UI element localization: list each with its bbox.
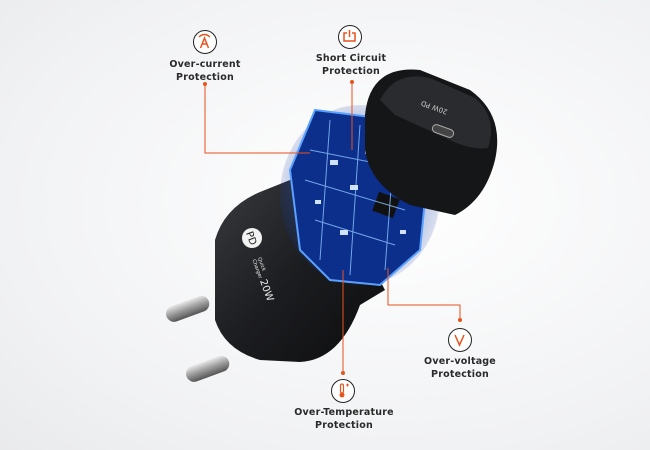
feature-title: Over-voltage — [424, 356, 496, 367]
feature-subtitle: Protection — [322, 65, 380, 77]
pd-badge-text: PD — [243, 230, 258, 247]
callout-lines — [204, 82, 461, 373]
feature-subtitle: Protection — [431, 368, 489, 380]
pd-badge — [242, 228, 262, 248]
feature-short-circuit: Short Circuit Protection — [316, 53, 386, 78]
feature-over-current: Over-current Protection — [169, 59, 240, 84]
usb-c-port — [431, 124, 455, 138]
feature-title: Over-Temperature — [294, 407, 394, 418]
feature-title: Over-current — [169, 59, 241, 70]
thermometer-icon — [331, 379, 355, 403]
feature-over-temperature: Over-Temperature Protection — [294, 407, 393, 432]
feature-over-voltage: Over-voltage Protection — [424, 356, 496, 381]
feature-subtitle: Protection — [176, 71, 234, 83]
feature-title: Short Circuit — [315, 53, 387, 64]
power-plug-icon — [338, 25, 362, 49]
plug-pins — [166, 295, 230, 382]
brand-line1: Quick — [256, 257, 267, 272]
ampere-icon — [193, 30, 217, 54]
voltage-icon — [448, 328, 472, 352]
usb-c-cap: 20W PD — [365, 69, 498, 215]
feature-subtitle: Protection — [315, 419, 373, 431]
callout-dots — [203, 80, 462, 375]
